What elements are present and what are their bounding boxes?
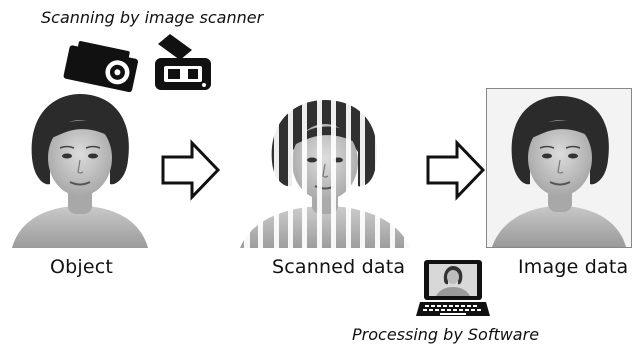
processing-caption: Processing by Software bbox=[352, 325, 540, 344]
object-label: Object bbox=[50, 256, 114, 278]
object-portrait bbox=[12, 94, 148, 248]
flatbed-scanner-icon bbox=[155, 34, 211, 90]
right-arrow-icon bbox=[426, 139, 486, 201]
image-data-portrait bbox=[486, 88, 632, 248]
laptop-icon bbox=[416, 260, 490, 316]
scanned-data-portrait bbox=[230, 96, 420, 248]
scanned-data-label: Scanned data bbox=[272, 256, 406, 278]
image-data-label: Image data bbox=[518, 256, 629, 278]
scanning-title: Scanning by image scanner bbox=[41, 8, 264, 27]
camera-icon bbox=[63, 41, 139, 93]
right-arrow-icon bbox=[161, 139, 221, 201]
